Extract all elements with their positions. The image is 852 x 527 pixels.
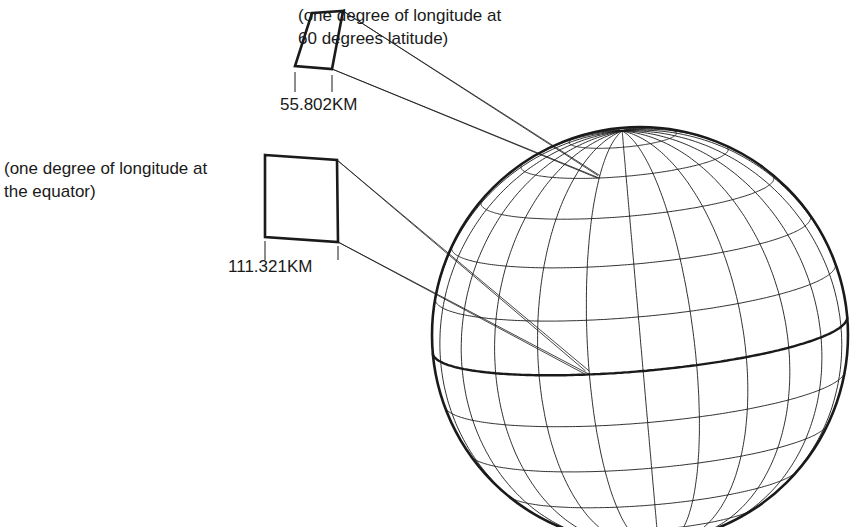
grid-line — [622, 131, 822, 527]
dimension-tick — [332, 75, 333, 92]
projection-line — [338, 242, 586, 375]
grid-line — [586, 131, 648, 527]
dimension-tick — [338, 246, 339, 260]
grid-line — [622, 130, 847, 317]
dimension-tick — [295, 72, 296, 92]
note-text: (one degree of longitude at 60 degrees l… — [298, 4, 503, 50]
grid-line — [495, 131, 622, 527]
grid-line — [622, 131, 790, 527]
grid-line — [622, 129, 737, 151]
graticule — [432, 127, 847, 527]
grid-line — [471, 425, 828, 472]
degree-cell — [265, 155, 338, 242]
grid-line — [622, 131, 842, 498]
projection-line — [332, 69, 599, 178]
grid-line — [509, 472, 797, 508]
dimension-label: 55.802KM — [280, 93, 358, 116]
projection-lines — [337, 160, 589, 375]
grid-line — [622, 131, 699, 527]
grid-line — [432, 131, 622, 353]
grid-line — [445, 372, 845, 427]
globe-outline — [432, 127, 848, 527]
grid-line — [622, 131, 748, 527]
grid-line — [622, 131, 658, 527]
projection-line — [337, 160, 589, 371]
note-text: (one degree of longitude at the equator) — [4, 157, 219, 203]
grid-line — [461, 131, 622, 527]
grid-line — [452, 215, 811, 268]
dimension-label: 111.321KM — [228, 255, 312, 278]
projection-line — [338, 242, 589, 374]
projection-line — [332, 69, 598, 178]
